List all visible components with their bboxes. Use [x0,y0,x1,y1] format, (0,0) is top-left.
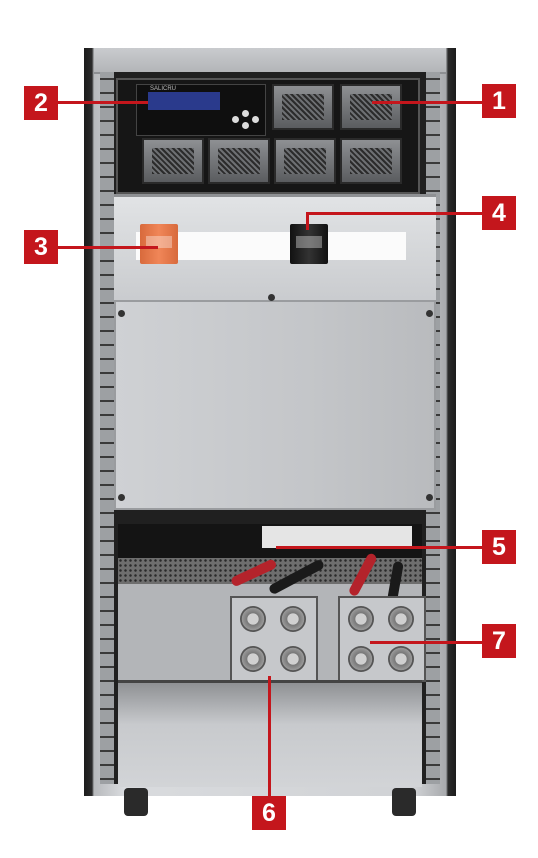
blank-cover-panel [114,300,436,510]
terminal-lug [348,606,374,632]
control-key [242,122,249,129]
terminal-lug [280,646,306,672]
terminal-lug [240,606,266,632]
panel-screw [268,294,275,301]
terminal-lug [240,646,266,672]
caster-wheel [124,788,148,816]
output-breaker [290,224,328,264]
callout-badge-5: 5 [482,530,516,564]
caster-wheel [392,788,416,816]
power-module [274,138,336,184]
lcd-display [148,92,220,110]
panel-screw [426,310,433,317]
brand-label: SALICRU [150,86,177,92]
interface-terminal-strip [262,526,412,548]
callout-badge-2: 2 [24,86,58,120]
terminal-lug [388,646,414,672]
control-key [232,116,239,123]
terminal-lug [280,606,306,632]
callout-badge-1: 1 [482,84,516,118]
callout-3-leader [58,246,158,249]
cabinet-top [94,48,446,74]
control-key [252,116,259,123]
left-rack-rail [100,72,114,784]
terminal-lug [348,646,374,672]
input-breaker [140,224,178,264]
panel-screw [118,310,125,317]
power-module [142,138,204,184]
callout-7-leader [370,641,482,644]
callout-5-leader [276,546,482,549]
breaker-label-strip [136,232,406,260]
power-module [340,138,402,184]
callout-1-leader [372,101,482,104]
terminal-lug [388,606,414,632]
power-module [208,138,270,184]
control-key [242,110,249,117]
callout-badge-6: 6 [252,796,286,830]
callout-badge-4: 4 [482,196,516,230]
power-module [340,84,402,130]
callout-badge-7: 7 [482,624,516,658]
callout-6-leader [268,676,271,796]
callout-2-leader [58,101,148,104]
callout-4-leader-drop [306,212,309,230]
callout-badge-3: 3 [24,230,58,264]
callout-4-leader [306,212,482,215]
panel-screw [118,494,125,501]
panel-screw [426,494,433,501]
power-module [272,84,334,130]
